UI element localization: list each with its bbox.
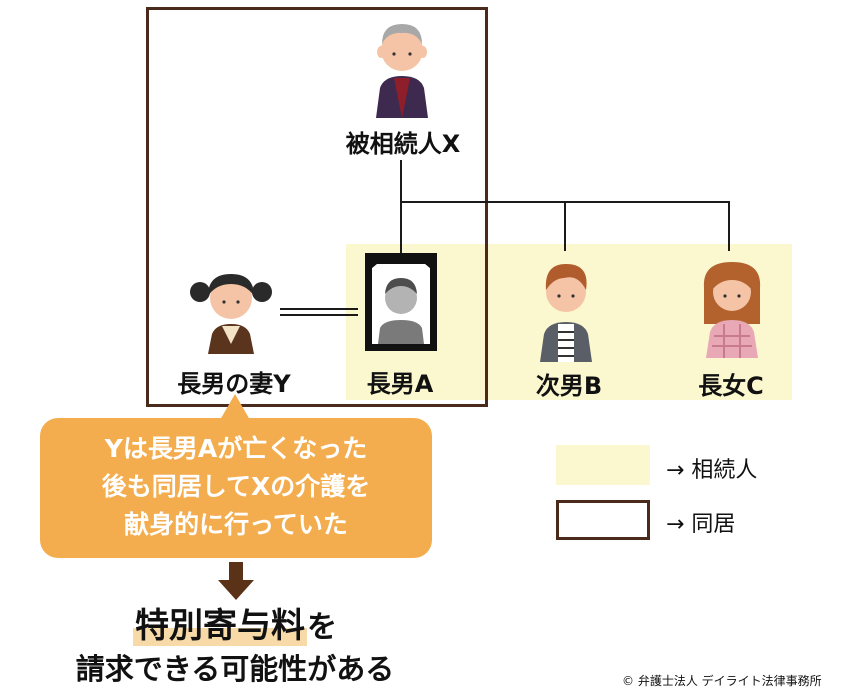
result-line-2: 請求できる可能性がある: [75, 652, 395, 686]
cohabitation-region: [146, 7, 488, 407]
person-x-label: 被相続人X: [345, 130, 461, 158]
special-contribution-highlight: 特別寄与料: [133, 606, 307, 646]
result-suffix: を: [307, 610, 337, 645]
marriage-line-bottom: [280, 314, 358, 316]
person-a-label: 長男A: [366, 370, 434, 398]
legend-cohab-label: → 同居: [666, 512, 736, 537]
down-arrow-icon: [218, 562, 254, 600]
tree-line-vertical-b: [564, 201, 566, 251]
person-b-label: 次男B: [535, 372, 603, 400]
marriage-line-top: [280, 308, 358, 310]
bubble-pointer: [220, 394, 250, 420]
tree-line-vertical-x: [400, 160, 402, 255]
person-c-label: 長女C: [698, 372, 764, 400]
bubble-line-1: Yは長男Aが亡くなった: [104, 434, 368, 463]
legend-heirs-swatch: [556, 445, 650, 485]
person-y-label: 長男の妻Y: [177, 370, 291, 398]
young-man-icon: [540, 264, 592, 362]
memorial-portrait-icon: [365, 253, 437, 351]
woman-icon: [190, 274, 272, 354]
elderly-man-icon: [376, 24, 428, 118]
legend-cohab-swatch: [556, 500, 650, 540]
copyright-notice: © 弁護士法人 デイライト法律事務所: [622, 674, 822, 688]
legend-heirs-label: → 相続人: [666, 458, 758, 483]
bubble-line-2: 後も同居してXの介護を: [101, 472, 371, 501]
explanation-bubble: Yは長男Aが亡くなった 後も同居してXの介護を 献身的に行っていた: [40, 418, 432, 558]
result-line-1: 特別寄与料を: [0, 598, 470, 647]
bubble-line-3: 献身的に行っていた: [124, 510, 348, 539]
young-woman-icon: [703, 262, 761, 358]
tree-line-vertical-c: [728, 201, 730, 251]
